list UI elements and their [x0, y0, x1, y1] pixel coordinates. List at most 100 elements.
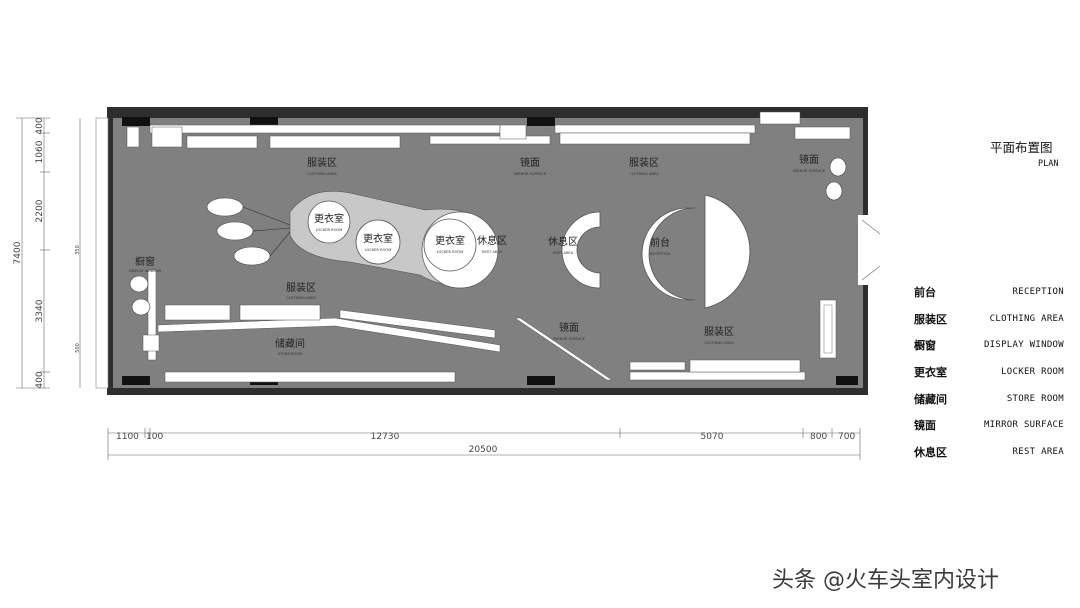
legend-row: 储藏间 STORE ROOM — [914, 385, 1064, 412]
locker-room-1 — [307, 200, 351, 244]
zone-label-clothing-bottom-right: 服装区 CLOTHING AREA — [704, 325, 734, 345]
svg-text:CLOTHING AREA: CLOTHING AREA — [286, 296, 316, 300]
svg-text:更衣室: 更衣室 — [363, 232, 393, 245]
svg-text:服装区: 服装区 — [629, 156, 659, 169]
locker-room-3 — [423, 218, 477, 272]
column — [250, 117, 278, 126]
svg-text:橱窗: 橱窗 — [135, 255, 155, 268]
zone-label-locker-3: 更衣室 LOCKER ROOM — [435, 234, 465, 254]
zone-label-locker-2: 更衣室 LOCKER ROOM — [363, 232, 393, 252]
top-shelf — [149, 124, 501, 134]
legend-row: 前台 RECEPTION — [914, 279, 1064, 306]
plan-subtitle: PLAN — [1038, 159, 1059, 169]
bottom-dimension-line — [107, 428, 861, 460]
display-rack — [164, 304, 231, 321]
rest-area-sofa — [561, 211, 601, 289]
svg-text:RECEPTION: RECEPTION — [650, 252, 671, 256]
svg-text:STORE ROOM: STORE ROOM — [278, 352, 302, 356]
legend-cn: 更衣室 — [914, 366, 947, 380]
display-rack — [629, 361, 686, 371]
door — [142, 334, 160, 352]
svg-text:储藏间: 储藏间 — [275, 337, 305, 350]
mirror-panel — [499, 124, 527, 140]
legend-en: LOCKER ROOM — [1001, 367, 1064, 378]
svg-text:DISPLAY WINDOW: DISPLAY WINDOW — [129, 269, 162, 273]
legend-cn: 前台 — [914, 286, 936, 300]
svg-text:前台: 前台 — [650, 236, 670, 249]
display-rack — [559, 132, 751, 145]
legend: 前台 RECEPTION 服装区 CLOTHING AREA 橱窗 DISPLA… — [914, 279, 1064, 465]
bottom-shelf — [629, 371, 806, 381]
display-rack-inner — [823, 304, 833, 354]
plan-title: 平面布置图 — [990, 140, 1053, 155]
counter — [126, 126, 140, 148]
equipment — [794, 126, 851, 140]
reception-platform — [704, 194, 751, 309]
svg-text:服装区: 服装区 — [307, 156, 337, 169]
svg-text:休息区: 休息区 — [477, 234, 507, 247]
mirror-diagonal — [514, 317, 613, 381]
legend-en: REST AREA — [1012, 446, 1064, 457]
top-shelf — [554, 124, 756, 134]
svg-text:镜面: 镜面 — [799, 153, 819, 166]
zone-label-reception: 前台 RECEPTION — [650, 236, 671, 256]
window-display-mannequins — [129, 157, 847, 316]
svg-text:MIRROR SURFACE: MIRROR SURFACE — [793, 169, 826, 173]
legend-cn: 橱窗 — [914, 339, 936, 353]
column — [527, 117, 555, 126]
display-rack — [239, 304, 321, 321]
left-dimension-line — [16, 117, 81, 389]
display-rack — [186, 135, 258, 149]
display-rack — [429, 135, 551, 145]
dim-left-small-350: 350 — [75, 245, 81, 255]
dim-bottom-100: 100 — [146, 432, 163, 442]
svg-text:镜面: 镜面 — [559, 321, 579, 334]
dim-left-3340: 3340 — [35, 299, 45, 322]
display-rack — [689, 359, 801, 373]
reception-desk — [641, 207, 696, 301]
mirror-wall-strip — [339, 309, 496, 339]
zone-label-locker-1: 更衣室 LOCKER ROOM — [314, 212, 344, 232]
display-rack — [269, 135, 401, 149]
svg-text:更衣室: 更衣室 — [314, 212, 344, 225]
zone-label-mirror-right: 镜面 MIRROR SURFACE — [793, 153, 826, 173]
svg-text:LOCKER ROOM: LOCKER ROOM — [437, 250, 464, 254]
watermark: 头条 @火车头室内设计 — [772, 568, 999, 593]
svg-text:镜面: 镜面 — [520, 156, 540, 169]
legend-row: 橱窗 DISPLAY WINDOW — [914, 332, 1064, 359]
svg-text:REST AREA: REST AREA — [482, 250, 503, 254]
svg-text:CLOTHING AREA: CLOTHING AREA — [307, 172, 337, 176]
legend-cn: 服装区 — [914, 312, 947, 326]
entrance-door — [861, 219, 880, 281]
column — [122, 117, 150, 126]
dim-bottom-12730: 12730 — [371, 432, 400, 442]
dim-left-total: 7400 — [13, 241, 23, 264]
zone-label-mirror-mid: 镜面 MIRROR SURFACE — [553, 321, 586, 341]
counter — [151, 126, 183, 148]
legend-cn: 休息区 — [914, 445, 947, 459]
dim-bottom-800: 800 — [810, 432, 827, 442]
zone-label-mirror-top: 镜面 MIRROR SURFACE — [514, 156, 547, 176]
floor-plan: 服装区 CLOTHING AREA 镜面 MIRROR SURFACE 服装区 … — [13, 107, 880, 460]
entrance-opening — [858, 215, 880, 285]
dim-bottom-1100: 1100 — [116, 432, 139, 442]
svg-text:MIRROR SURFACE: MIRROR SURFACE — [553, 337, 586, 341]
column — [836, 376, 858, 385]
dim-bottom-total: 20500 — [469, 445, 498, 455]
zone-label-clothing-top-left: 服装区 CLOTHING AREA — [307, 156, 337, 176]
mannequin-group — [206, 197, 291, 266]
dim-left-small-500: 500 — [75, 343, 81, 353]
locker-room-2 — [355, 219, 401, 265]
dim-bottom-5070: 5070 — [701, 432, 724, 442]
svg-text:MIRROR SURFACE: MIRROR SURFACE — [514, 172, 547, 176]
legend-en: RECEPTION — [1012, 287, 1064, 298]
svg-text:LOCKER ROOM: LOCKER ROOM — [316, 228, 343, 232]
svg-text:休息区: 休息区 — [548, 235, 578, 248]
svg-text:CLOTHING AREA: CLOTHING AREA — [704, 341, 734, 345]
legend-en: CLOTHING AREA — [989, 313, 1064, 324]
zone-label-display-window: 橱窗 DISPLAY WINDOW — [129, 255, 162, 273]
left-facade — [95, 117, 109, 389]
svg-text:服装区: 服装区 — [704, 325, 734, 338]
svg-text:服装区: 服装区 — [286, 281, 316, 294]
column — [122, 376, 150, 385]
